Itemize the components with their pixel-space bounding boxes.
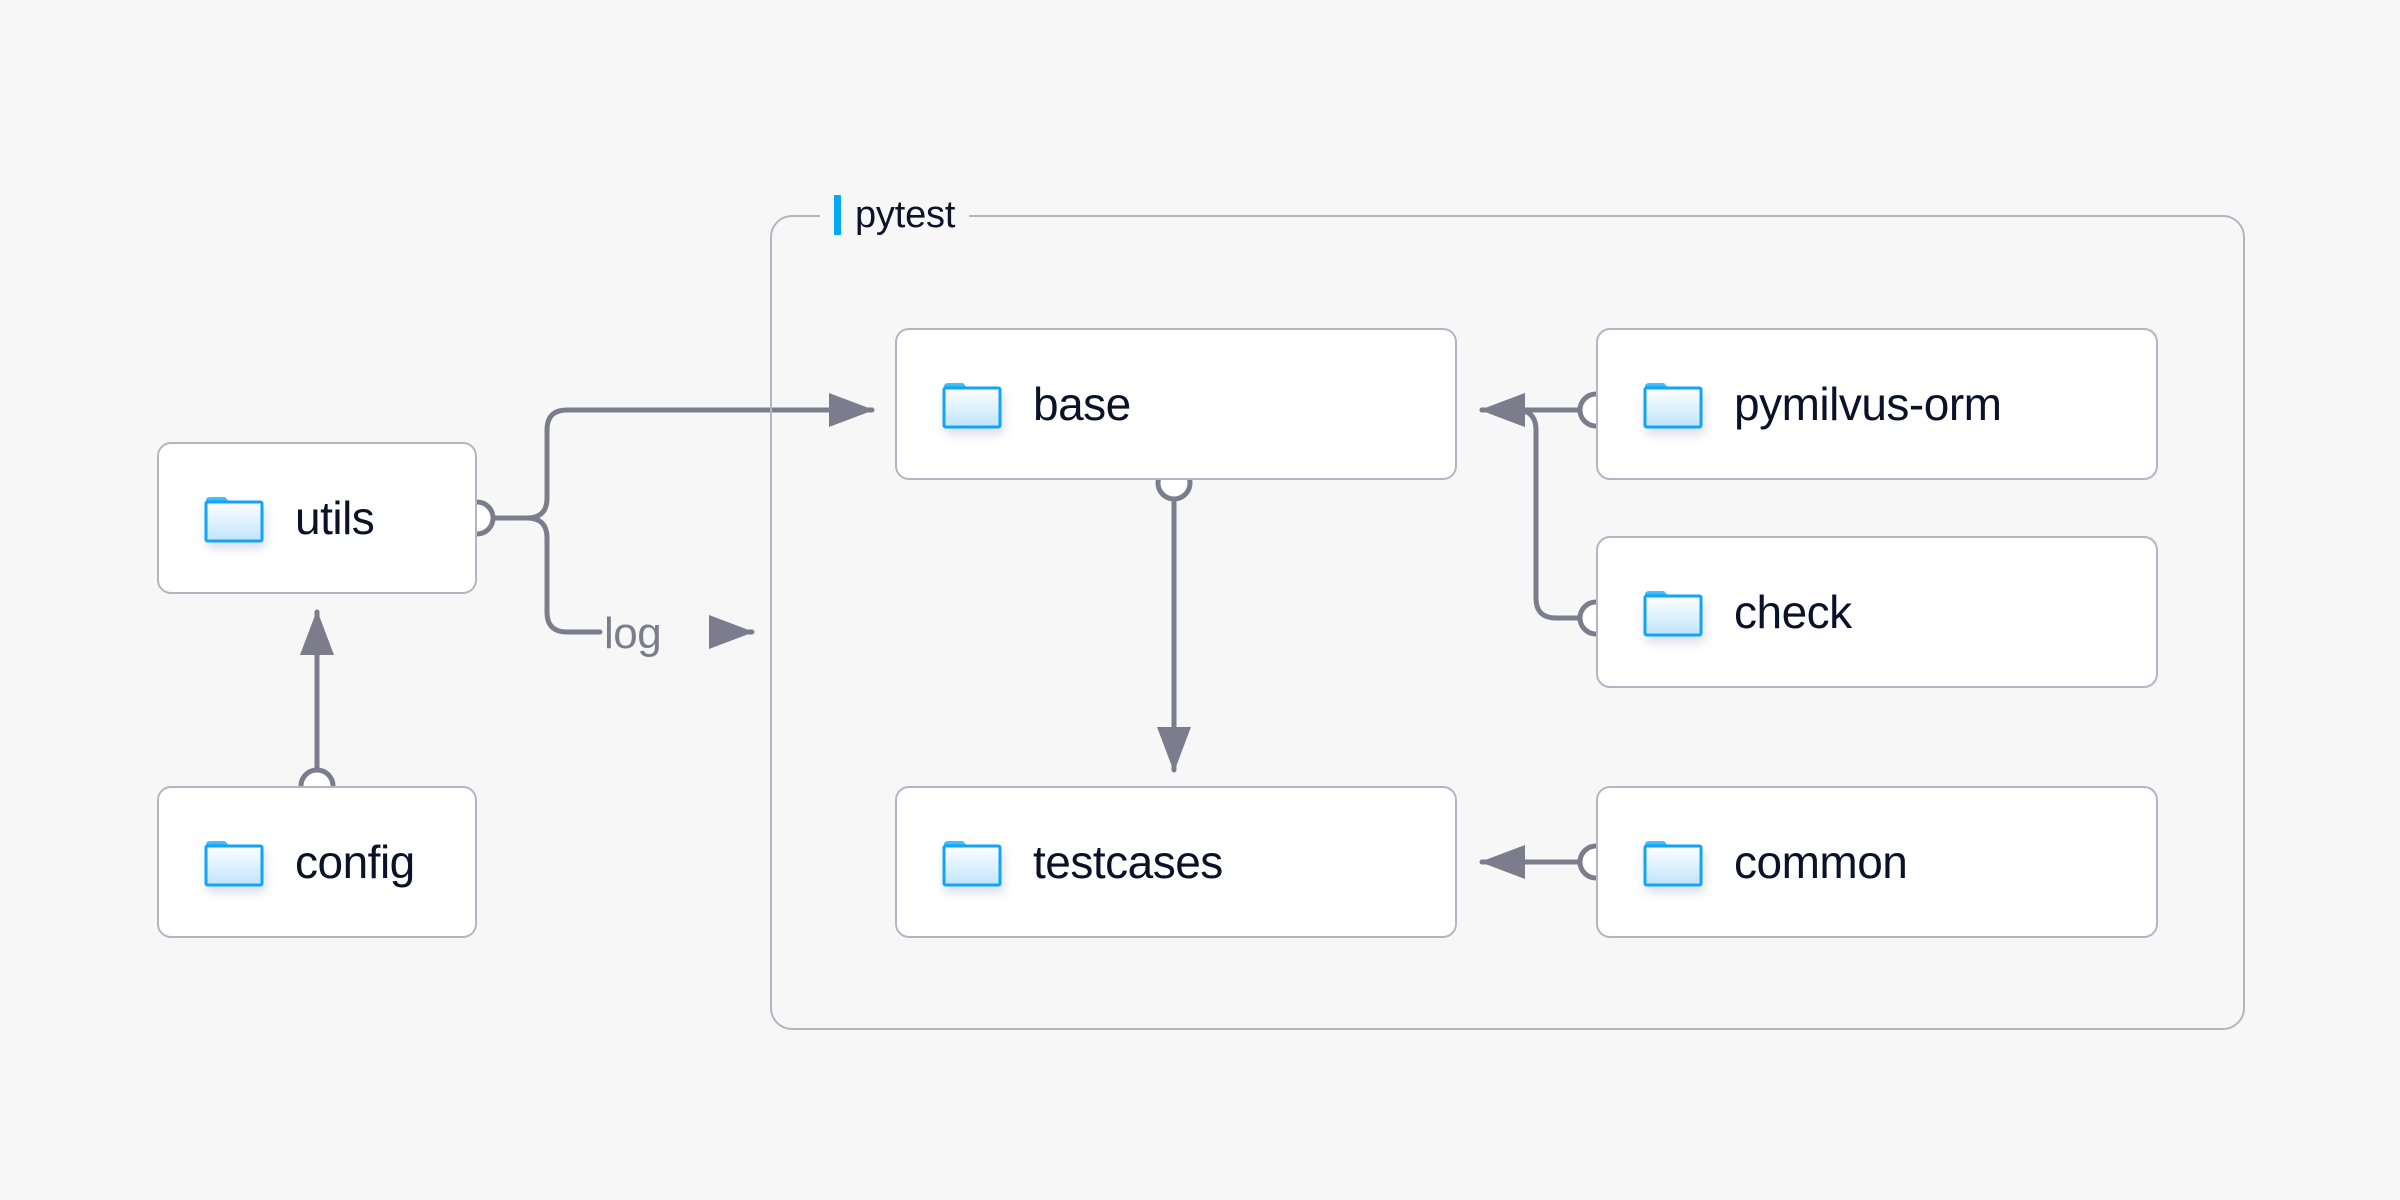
node-label: base <box>1033 378 1131 430</box>
node-label: config <box>295 836 415 888</box>
node-config[interactable]: config <box>157 786 477 938</box>
folder-icon <box>942 383 1002 429</box>
edge-label-log: log <box>604 609 661 658</box>
group-container-pytest[interactable] <box>770 215 2245 1030</box>
node-label: utils <box>295 492 375 544</box>
group-label-pytest: pytest <box>820 193 970 237</box>
node-testcases[interactable]: testcases <box>895 786 1457 938</box>
node-label: pymilvus-orm <box>1734 378 2002 430</box>
group-accent-bar <box>834 195 841 235</box>
folder-icon <box>1643 841 1703 887</box>
node-common[interactable]: common <box>1596 786 2158 938</box>
node-label: check <box>1734 586 1852 638</box>
node-utils[interactable]: utils <box>157 442 477 594</box>
edge-utils-to-pytest-log: log <box>490 515 755 658</box>
folder-icon <box>942 841 1002 887</box>
node-label: testcases <box>1033 836 1223 888</box>
node-check[interactable]: check <box>1596 536 2158 688</box>
node-base[interactable]: base <box>895 328 1457 480</box>
folder-icon <box>204 841 264 887</box>
folder-icon <box>204 497 264 543</box>
folder-icon <box>1643 383 1703 429</box>
node-label: common <box>1734 836 1908 888</box>
node-pymilvus-orm[interactable]: pymilvus-orm <box>1596 328 2158 480</box>
group-label-text: pytest <box>855 193 956 236</box>
folder-icon <box>1643 591 1703 637</box>
